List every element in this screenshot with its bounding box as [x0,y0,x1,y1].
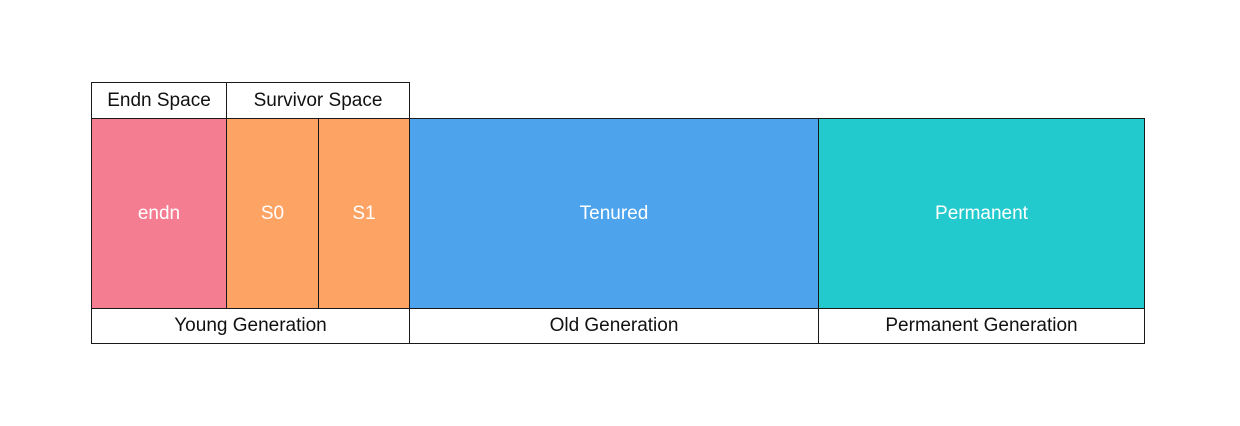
tenured-region-label: Tenured [579,202,649,224]
young-generation-label: Young Generation [174,315,327,336]
old-generation-label: Old Generation [549,315,679,336]
survivor-s1-label: S1 [352,202,376,224]
survivor-space-header-label: Survivor Space [253,89,383,111]
eden-region-label: endn [137,202,181,224]
young-generation-footer: Young Generation [91,308,410,344]
old-generation-footer: Old Generation [409,308,819,344]
survivor-s1-region: S1 [318,118,410,309]
permanent-generation-footer: Permanent Generation [818,308,1145,344]
tenured-region: Tenured [409,118,819,309]
permanent-region-label: Permanent [935,202,1028,224]
survivor-s0-label: S0 [260,202,285,224]
eden-space-header-label: Endn Space [107,89,211,111]
permanent-generation-label: Permanent Generation [885,315,1078,336]
eden-region: endn [91,118,227,309]
survivor-s0-region: S0 [226,118,319,309]
eden-space-header: Endn Space [91,82,227,119]
survivor-space-header: Survivor Space [226,82,410,119]
permanent-region: Permanent [818,118,1145,309]
